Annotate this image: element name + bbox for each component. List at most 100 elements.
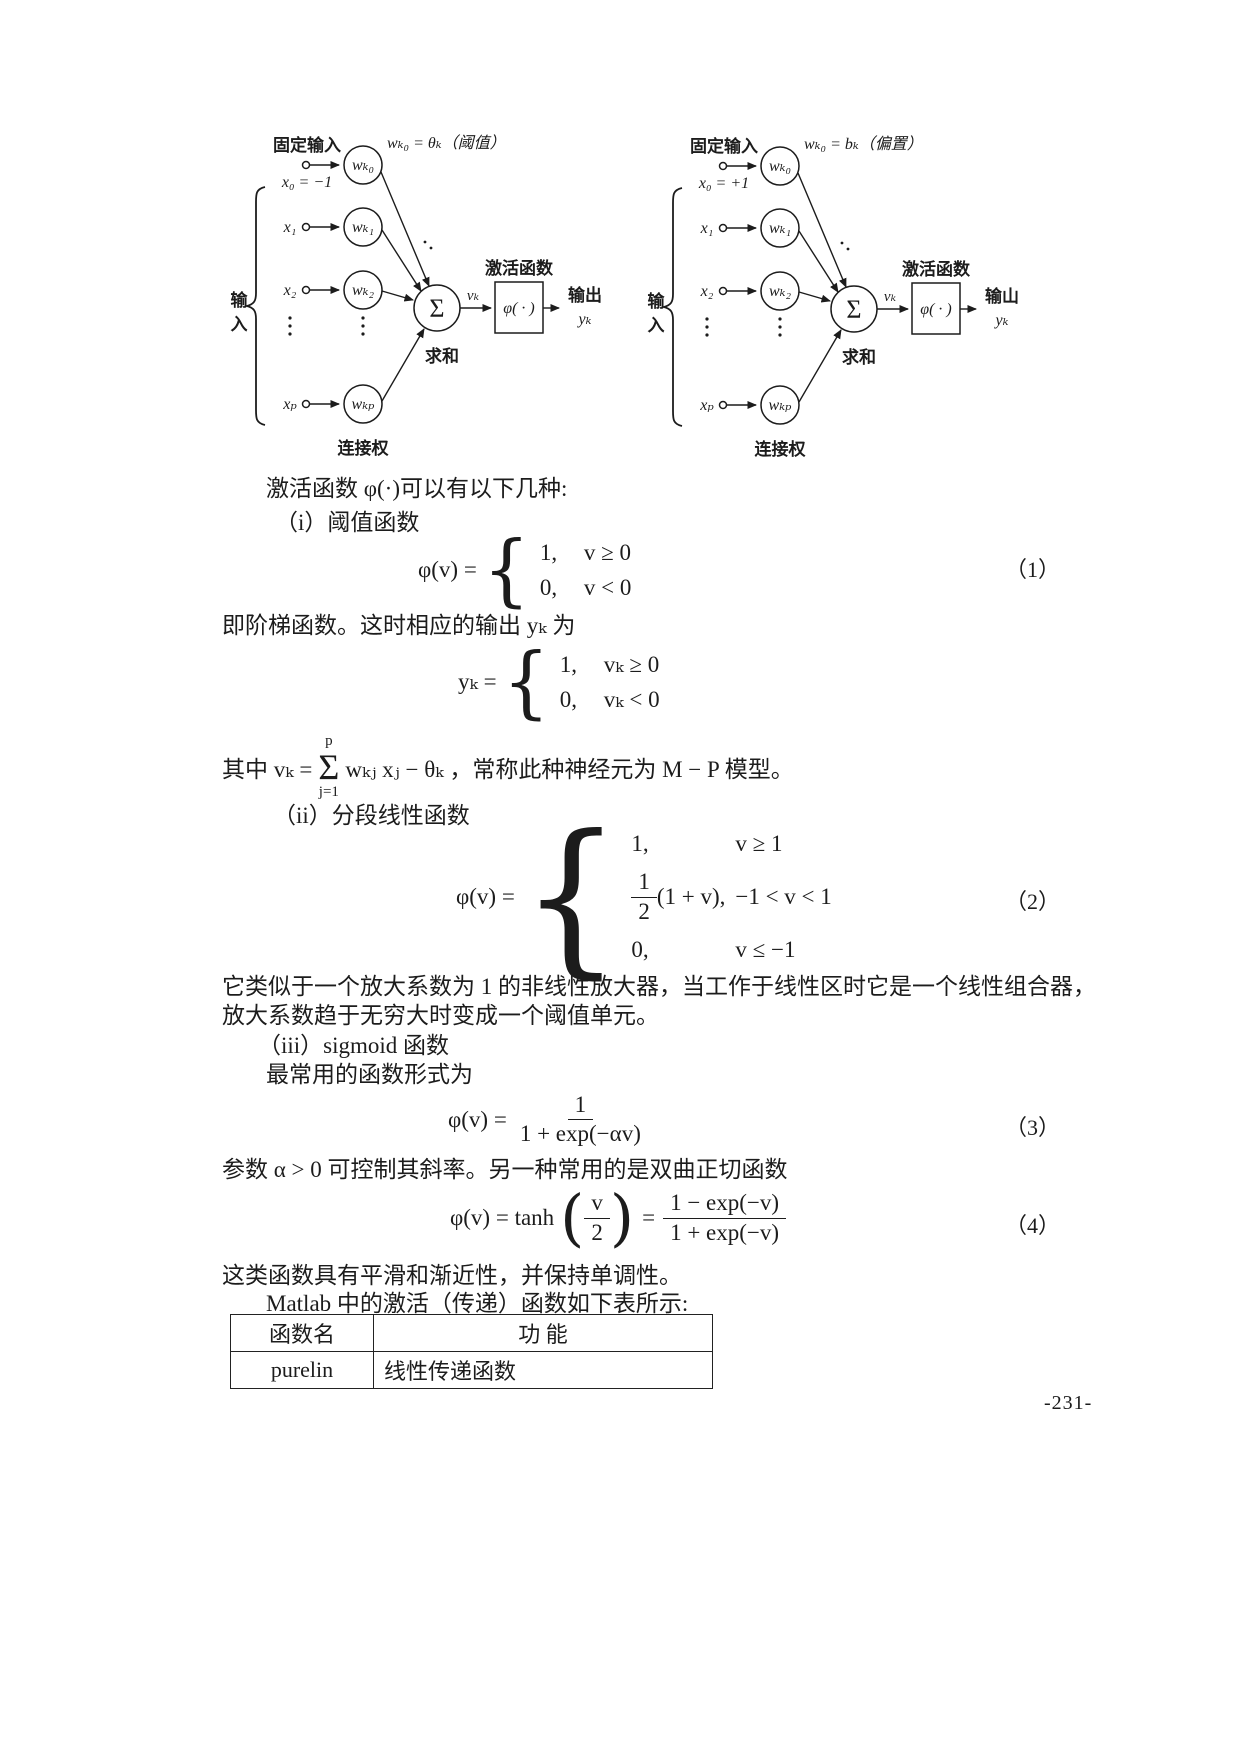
bias-weight-equation: wₖ₀ = bₖ（偏置） (804, 135, 923, 153)
left-brace: { (482, 524, 530, 616)
eq3-fraction: 1 1 + exp(−αv) (519, 1092, 641, 1147)
phi-label: φ( · ) (503, 300, 535, 317)
page-number: -231- (1044, 1392, 1093, 1414)
weight-label-wk2: wₖ₂ (769, 283, 792, 300)
eq1-lhs: φ(v) = (418, 557, 477, 582)
where-line: 其中 vₖ = p Σ j=1 wₖⱼ xⱼ − θₖ ，常称此种神经元为 M … (222, 733, 794, 800)
v-over-2-fraction: v 2 (584, 1190, 610, 1246)
eq1-row: 0, v < 0 (534, 575, 631, 601)
after-eq1-text: 即阶梯函数。这时相应的输出 yₖ 为 (222, 613, 576, 638)
eq2-row1-condition: v ≥ 1 (735, 831, 783, 857)
input-terminal-x0 (301, 160, 311, 170)
eq2-row3-value: 0, (631, 936, 649, 962)
eq2-row: 1, v ≥ 1 (625, 831, 831, 857)
table-header-row: 函数名 功 能 (230, 1314, 713, 1352)
fixed-input-label: 固定输入 (273, 135, 341, 155)
equation-2-number: （2） (1005, 889, 1061, 914)
activation-function-label: 激活函数 (485, 258, 554, 278)
weight-node-wk0 (760, 146, 800, 186)
eq4-fraction: 1 − exp(−v) 1 + exp(−v) (663, 1190, 787, 1246)
intro-text: 激活函数 φ(·)可以有以下几种: (266, 476, 568, 501)
sum-upper-limit: p (325, 733, 333, 750)
eqyk-row: 0, vₖ < 0 (554, 687, 660, 713)
eq2-row: 1 2 (1 + v), −1 < v < 1 (625, 869, 832, 925)
eqyk-row2-condition: vₖ < 0 (603, 686, 660, 712)
weight-label-wk0: wₖ₀ (769, 158, 791, 175)
eq2-row3-condition: v ≤ −1 (735, 936, 796, 962)
weight-label-wkp: wₖₚ (352, 396, 376, 413)
eq2-row2-condition: −1 < v < 1 (735, 884, 832, 909)
x0-label: x₀ = +1 (698, 175, 749, 192)
weight-node-wk1 (343, 207, 383, 247)
input-terminal-xp (718, 400, 728, 410)
eq3-lhs: φ(v) = (448, 1106, 507, 1132)
after-eq4-text: 这类函数具有平滑和渐近性，并保持单调性。 (222, 1263, 682, 1288)
weights-label: 连接权 (755, 439, 807, 459)
eq4-equals: = (642, 1205, 656, 1230)
eq1-row2-condition: v < 0 (583, 574, 632, 600)
eqyk-row1-condition: vₖ ≥ 0 (603, 651, 660, 677)
input-label-char1: 输 (648, 291, 666, 311)
table-intro-text: Matlab 中的激活（传递）函数如下表所示: (266, 1291, 689, 1316)
table-header-function-role: 功 能 (373, 1314, 713, 1352)
eqyk-row1-value: 1, (559, 651, 577, 677)
eq2-row2-value: 1 2 (1 + v), (625, 869, 735, 925)
fixed-input-label: 固定输入 (690, 136, 758, 156)
left-brace: { (520, 799, 622, 995)
threshold-weight-equation: wₖ₀ = θₖ（阈值） (387, 134, 506, 152)
weights-label: 连接权 (338, 438, 390, 458)
neuron-diagram-right: 固定输入 wₖ₀ = bₖ（偏置） wₖ₀ x₀ = +1 x₁ wₖ₁ x₂ … (648, 135, 1020, 459)
sigma-symbol: Σ (846, 295, 861, 324)
summation-notation: p Σ j=1 (318, 733, 339, 800)
weight-node-wk1 (760, 208, 800, 248)
weight-label-wkp: wₖₚ (769, 397, 793, 414)
input-terminal-x2 (718, 286, 728, 296)
equation-1: φ(v) = { 1, v ≥ 0 0, v < 0 (418, 524, 632, 616)
weight-node-wkp (343, 384, 383, 424)
output-label: 输山 (985, 286, 1019, 306)
eq1-cases: { 1, v ≥ 0 0, v < 0 (482, 524, 632, 616)
sum-lower-limit: j=1 (318, 784, 339, 801)
where-suffix: wₖⱼ xⱼ − θₖ ，常称此种神经元为 M − P 模型。 (345, 757, 794, 782)
sum-sigma: Σ (318, 746, 340, 787)
item-iii-heading: （iii）sigmoid 函数 (258, 1033, 450, 1058)
neuron-diagram-left: 固定输入 wₖ₀ = θₖ（阈值） wₖ₀ x₀ = −1 x₁ wₖ₁ x₂ … (231, 134, 603, 458)
activation-function-label: 激活函数 (902, 259, 971, 279)
sum-label: 求和 (842, 347, 876, 367)
ellipsis-dots (288, 240, 433, 336)
input-brace (243, 186, 266, 426)
eq2-cases: { 1, v ≥ 1 1 2 (1 + v), −1 < v < 1 (521, 813, 832, 980)
input-label-char1: 输 (231, 290, 249, 310)
xp-label: xₚ (282, 396, 297, 413)
weight-label-wk1: wₖ₁ (769, 220, 791, 237)
equation-4: φ(v) = tanh ( v 2 ) = 1 − exp(−v) 1 + ex… (450, 1181, 787, 1254)
table-header-function-name: 函数名 (230, 1314, 374, 1352)
input-terminal-x1 (301, 222, 311, 232)
xp-label: xₚ (699, 397, 714, 414)
table-cell-function-name: purelin (230, 1351, 374, 1389)
one-half-fraction: 1 2 (631, 869, 657, 925)
ellipsis-dots (705, 241, 850, 337)
item-i-heading: （i）阈值函数 (275, 510, 420, 535)
equation-2: φ(v) = { 1, v ≥ 1 1 2 (1 + v), −1 < v (456, 813, 832, 980)
item-ii-heading: （ii）分段线性函数 (273, 803, 470, 828)
equation-4-number: （4） (1005, 1213, 1061, 1238)
eqyk-row: 1, vₖ ≥ 0 (554, 652, 660, 678)
weight-label-wk0: wₖ₀ (352, 157, 374, 174)
input-terminal-x0 (718, 161, 728, 171)
eqyk-row2-value: 0, (559, 686, 577, 712)
eq2-lhs: φ(v) = (456, 884, 515, 909)
weight-node-wk0 (343, 145, 383, 185)
sum-label: 求和 (425, 346, 459, 366)
eq1-row: 1, v ≥ 0 (534, 540, 631, 566)
input-terminal-x2 (301, 285, 311, 295)
equation-yk: yₖ = { 1, vₖ ≥ 0 0, vₖ < 0 (458, 643, 660, 721)
eq1-row2-value: 0, (539, 574, 558, 600)
right-paren: ) (609, 1181, 635, 1254)
eq1-row1-value: 1, (539, 539, 558, 565)
equation-3: φ(v) = 1 1 + exp(−αv) (448, 1092, 648, 1148)
x1-label: x₁ (700, 220, 714, 237)
input-label-char2: 入 (648, 316, 665, 335)
before-eq3-text: 最常用的函数形式为 (266, 1062, 473, 1087)
